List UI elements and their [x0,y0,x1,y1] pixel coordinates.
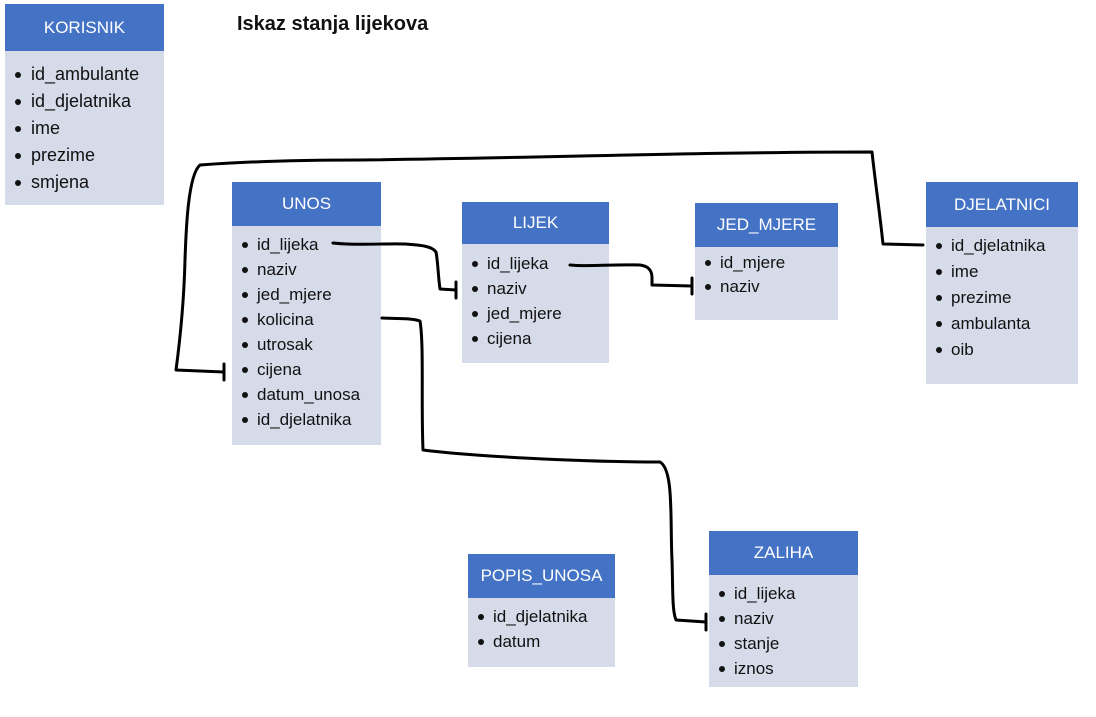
entity-field: cijena [462,326,609,351]
entity-field: id_djelatnika [232,407,381,432]
entity-field: prezime [926,285,1078,311]
entity-field: jed_mjere [462,301,609,326]
entity-field: jed_mjere [232,282,381,307]
entity-field: id_djelatnika [5,88,164,115]
entity-header: JED_MJERE [695,203,838,247]
entity-field: prezime [5,142,164,169]
entity-unos: UNOS id_lijeka naziv jed_mjere kolicina … [232,182,381,445]
entity-field: naziv [462,276,609,301]
entity-field: datum [468,629,615,654]
entity-field: id_djelatnika [468,604,615,629]
entity-field: utrosak [232,332,381,357]
diagram-title: Iskaz stanja lijekova [237,13,429,35]
entity-field: datum_unosa [232,382,381,407]
entity-header: POPIS_UNOSA [468,554,615,598]
entity-field: ambulanta [926,311,1078,337]
entity-header: KORISNIK [5,4,164,51]
entity-field: smjena [5,169,164,196]
entity-field: id_djelatnika [926,233,1078,259]
entity-field: oib [926,337,1078,363]
entity-field: ime [926,259,1078,285]
entity-field: naziv [695,275,838,299]
entity-korisnik: KORISNIK id_ambulante id_djelatnika ime … [5,4,164,205]
entity-field: iznos [709,656,858,681]
entity-header: ZALIHA [709,531,858,575]
entity-field: naziv [232,257,381,282]
entity-field: ime [5,115,164,142]
entity-header: DJELATNICI [926,182,1078,227]
entity-field: id_ambulante [5,61,164,88]
entity-field: id_lijeka [462,251,609,276]
entity-header: UNOS [232,182,381,226]
entity-field: stanje [709,631,858,656]
entity-header: LIJEK [462,202,609,244]
entity-zaliha: ZALIHA id_lijeka naziv stanje iznos [709,531,858,687]
entity-popis-unosa: POPIS_UNOSA id_djelatnika datum [468,554,615,667]
entity-djelatnici: DJELATNICI id_djelatnika ime prezime amb… [926,182,1078,384]
entity-field: cijena [232,357,381,382]
entity-field: id_mjere [695,251,838,275]
entity-field: kolicina [232,307,381,332]
entity-field: naziv [709,606,858,631]
entity-field: id_lijeka [709,581,858,606]
entity-jed-mjere: JED_MJERE id_mjere naziv [695,203,838,320]
entity-field: id_lijeka [232,232,381,257]
entity-lijek: LIJEK id_lijeka naziv jed_mjere cijena [462,202,609,363]
